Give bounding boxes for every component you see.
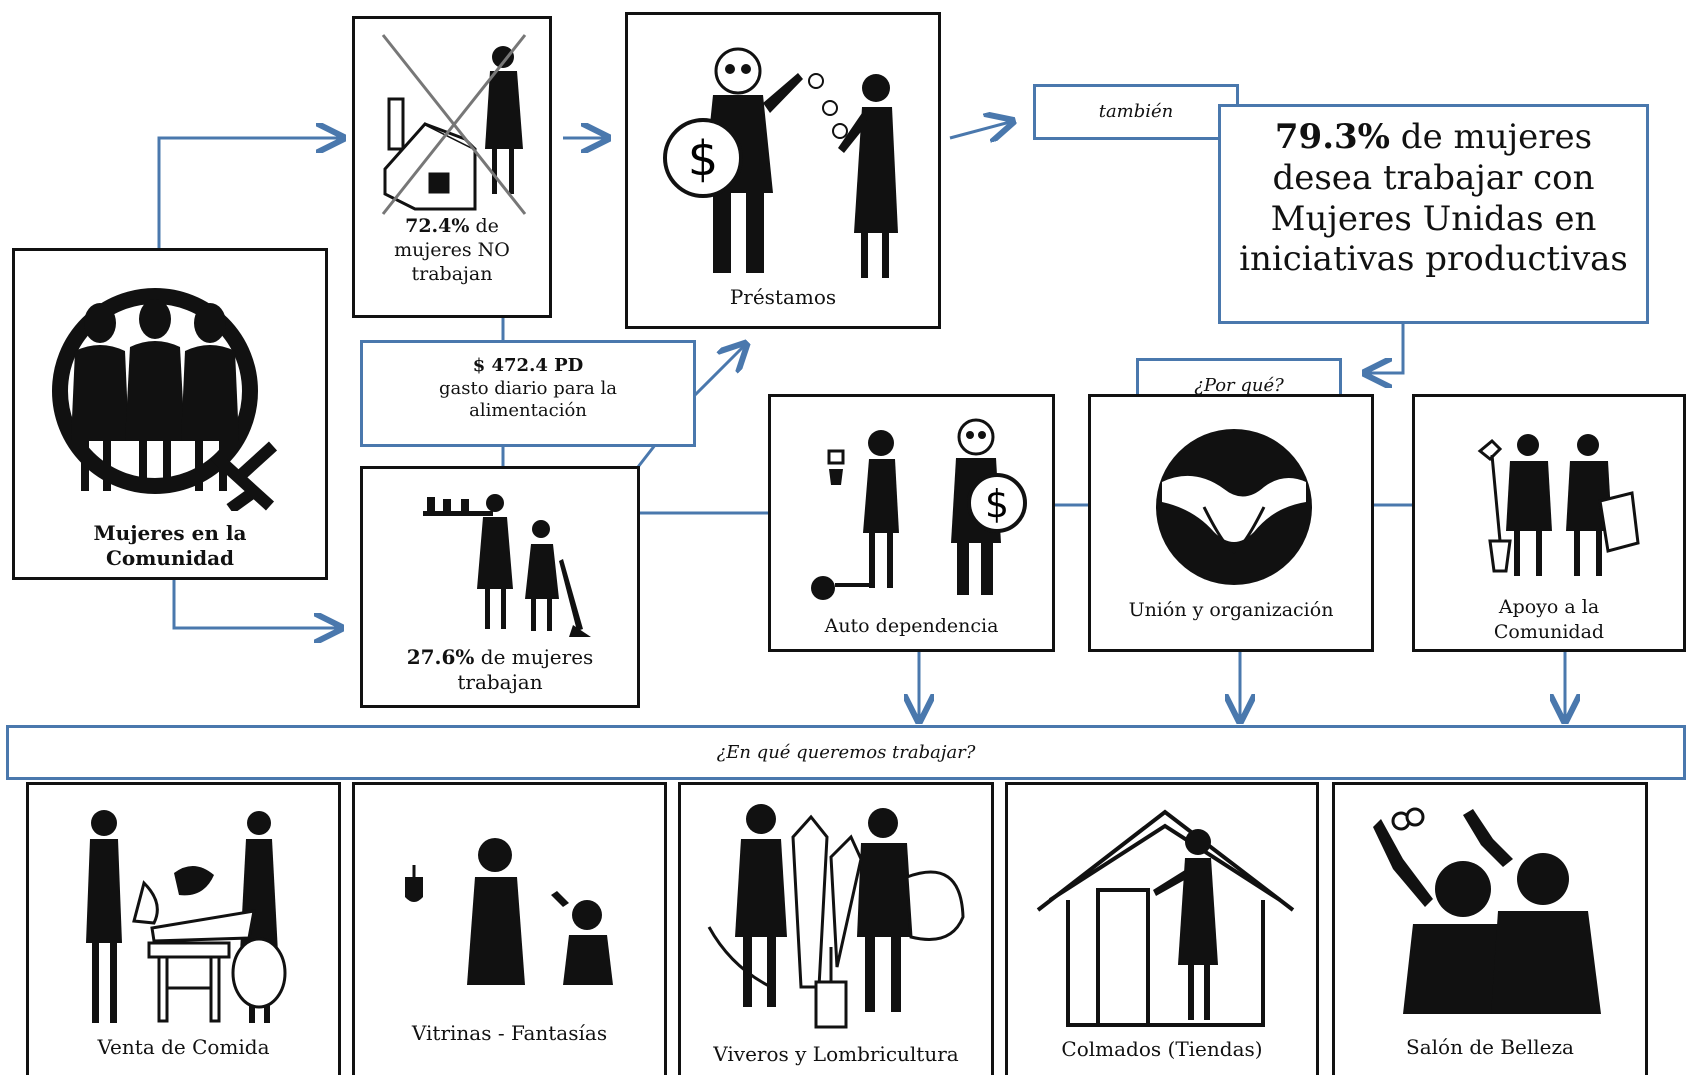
deseo-text-1: de mujeres (1390, 117, 1593, 157)
trabajan-text-2: trabajan (457, 670, 543, 694)
no-trabajan-node: 72.4% de mujeres NO trabajan (352, 16, 552, 318)
skeleton-money-icon: $ (663, 47, 898, 278)
prestamos-node: $ Préstamos (625, 12, 941, 329)
deseo-text-3: Mujeres Unidas en (1270, 198, 1597, 239)
option-vitrinas: Vitrinas - Fantasías (352, 782, 667, 1075)
trabajan-text-1: de mujeres (474, 645, 594, 669)
gasto-text-1: gasto diario para la (438, 377, 617, 399)
women-working-icon (423, 494, 591, 637)
reason-label-apoyo: Apoyo a la Comunidad (1415, 595, 1683, 644)
trabajan-node: 27.6% de mujeres trabajan (360, 466, 640, 708)
question-bar: ¿En qué queremos trabajar? (6, 725, 1686, 780)
store-icon (1036, 809, 1295, 1027)
ball-and-chain-icon: $ (811, 418, 1027, 600)
deseo-text-2: desea trabajar con (1272, 157, 1595, 198)
deseo-node: 79.3% de mujeres desea trabajar con Muje… (1218, 104, 1649, 324)
no-trabajan-pct: 72.4% (405, 215, 470, 237)
option-label-vitrinas: Vitrinas - Fantasías (411, 1021, 608, 1045)
reason-apoyo-comunidad: Apoyo a la Comunidad (1412, 394, 1686, 652)
tools-icon (1477, 434, 1640, 576)
svg-text:$: $ (985, 482, 1009, 526)
deseo-label: 79.3% de mujeres desea trabajar con Muje… (1221, 117, 1646, 280)
svg-text:$: $ (688, 131, 719, 187)
question-label: ¿En qué queremos trabajar? (716, 742, 976, 763)
gasto-node: $ 472.4 PD gasto diario para la alimenta… (360, 340, 696, 447)
reason-label-apoyo-1: Apoyo a la (1498, 596, 1600, 618)
reason-label-apoyo-2: Comunidad (1493, 620, 1605, 643)
deseo-text-4: iniciativas productivas (1239, 239, 1628, 280)
women-symbol-icon (52, 288, 278, 511)
deseo-pct: 79.3% (1274, 117, 1390, 157)
jewelry-icon (405, 838, 613, 985)
option-colmados: Colmados (Tiendas) (1005, 782, 1319, 1075)
tambien-label: también (1098, 101, 1174, 122)
trabajan-pct: 27.6% (406, 645, 475, 669)
no-trabajan-text-2: mujeres NO (394, 238, 510, 261)
hair-salon-icon (1373, 807, 1601, 1014)
option-label-venta: Venta de Comida (97, 1035, 270, 1059)
gasto-text-2: alimentación (469, 400, 587, 421)
option-venta-comida: Venta de Comida (26, 782, 341, 1075)
trabajan-label: 27.6% de mujeres trabajan (363, 645, 637, 695)
prestamos-label: Préstamos (729, 285, 837, 309)
option-label-colmados: Colmados (Tiendas) (1061, 1037, 1263, 1061)
por-que-label: ¿Por qué? (1194, 375, 1284, 396)
root-label: Mujeres en la Comunidad (93, 521, 247, 570)
option-viveros: Viveros y Lombricultura (678, 782, 994, 1075)
option-salon-belleza: Salón de Belleza (1332, 782, 1648, 1075)
gasto-amount: $ 472.4 PD (472, 355, 584, 376)
no-trabajan-text-3: trabajan (411, 262, 493, 285)
no-trabajan-text-1: de (469, 215, 499, 237)
root-node: Mujeres en la Comunidad (12, 248, 328, 580)
reason-label-auto: Auto dependencia (824, 615, 999, 637)
option-label-viveros: Viveros y Lombricultura (713, 1042, 959, 1066)
reason-union-organizacion: Unión y organización (1088, 394, 1374, 652)
reason-label-union: Unión y organización (1128, 599, 1334, 621)
joined-hands-icon (1156, 429, 1312, 585)
house-crossed-out-icon (381, 34, 527, 215)
reason-auto-dependencia: $ Auto dependencia (768, 394, 1055, 652)
plants-icon (707, 804, 965, 1029)
no-trabajan-label: 72.4% de mujeres NO trabajan (355, 215, 549, 286)
tambien-node: también (1033, 84, 1239, 140)
food-stand-icon (86, 810, 287, 1023)
option-label-salon: Salón de Belleza (1406, 1035, 1574, 1059)
